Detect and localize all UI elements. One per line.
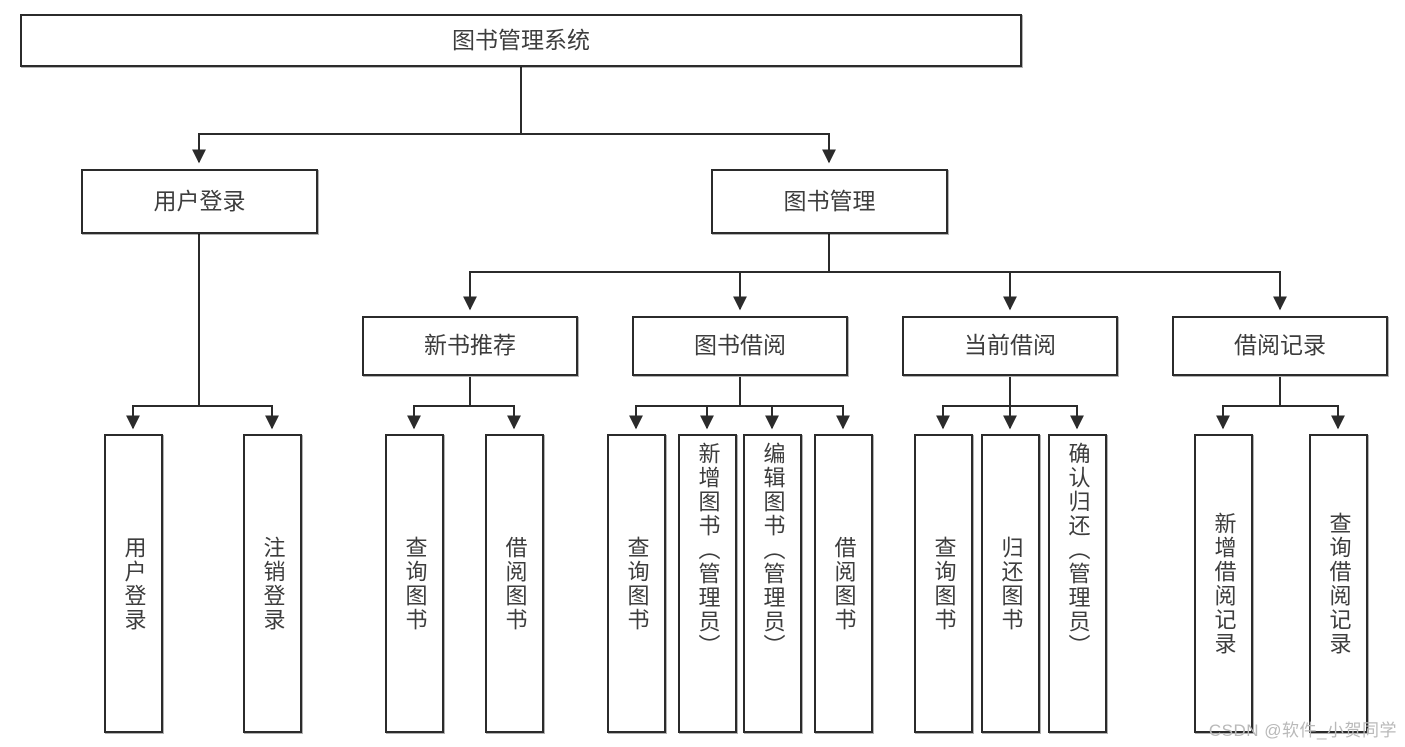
node-leaf-return-book[interactable]: 归还图书 <box>981 434 1040 733</box>
node-label: 查询图书 <box>402 535 428 632</box>
node-label: 图书借阅 <box>694 332 786 359</box>
node-label: 编辑图书（管理员） <box>760 442 786 658</box>
node-label: 查询图书 <box>931 535 957 632</box>
node-label: 图书管理系统 <box>452 26 590 53</box>
node-label: 查询图书 <box>624 535 650 632</box>
node-book-management[interactable]: 图书管理 <box>711 169 948 234</box>
node-current-borrow[interactable]: 当前借阅 <box>902 316 1118 376</box>
node-leaf-user-login[interactable]: 用户登录 <box>104 434 163 733</box>
node-leaf-borrow-book-recommend[interactable]: 借阅图书 <box>485 434 544 733</box>
node-user-login[interactable]: 用户登录 <box>81 169 318 234</box>
node-leaf-query-book-recommend[interactable]: 查询图书 <box>385 434 444 733</box>
node-root-book-management-system[interactable]: 图书管理系统 <box>20 14 1022 67</box>
node-label: 注销登录 <box>260 535 286 632</box>
watermark-text: CSDN @软件_小贺同学 <box>1208 721 1397 740</box>
node-label: 用户登录 <box>153 187 246 214</box>
node-leaf-logout[interactable]: 注销登录 <box>243 434 302 733</box>
node-label: 用户登录 <box>121 535 147 632</box>
node-leaf-borrow-book[interactable]: 借阅图书 <box>814 434 873 733</box>
node-new-book-recommend[interactable]: 新书推荐 <box>362 316 578 376</box>
node-leaf-confirm-return-admin[interactable]: 确认归还（管理员） <box>1048 434 1107 733</box>
node-label: 图书管理 <box>783 187 876 214</box>
node-leaf-query-book-borrow[interactable]: 查询图书 <box>607 434 666 733</box>
node-label: 查询借阅记录 <box>1326 511 1352 656</box>
node-leaf-query-borrow-record[interactable]: 查询借阅记录 <box>1309 434 1368 733</box>
node-borrow-record[interactable]: 借阅记录 <box>1172 316 1388 376</box>
node-label: 当前借阅 <box>964 332 1056 359</box>
node-label: 新书推荐 <box>424 332 516 359</box>
node-label: 确认归还（管理员） <box>1065 442 1091 658</box>
node-label: 借阅图书 <box>502 535 528 632</box>
node-label: 借阅记录 <box>1234 332 1326 359</box>
node-label: 归还图书 <box>998 535 1024 632</box>
node-leaf-edit-book-admin[interactable]: 编辑图书（管理员） <box>743 434 802 733</box>
node-leaf-add-book-admin[interactable]: 新增图书（管理员） <box>678 434 737 733</box>
node-book-borrow[interactable]: 图书借阅 <box>632 316 848 376</box>
node-leaf-add-borrow-record[interactable]: 新增借阅记录 <box>1194 434 1253 733</box>
node-label: 借阅图书 <box>831 535 857 632</box>
node-leaf-query-book-current[interactable]: 查询图书 <box>914 434 973 733</box>
node-label: 新增图书（管理员） <box>695 442 721 658</box>
node-label: 新增借阅记录 <box>1211 511 1237 656</box>
